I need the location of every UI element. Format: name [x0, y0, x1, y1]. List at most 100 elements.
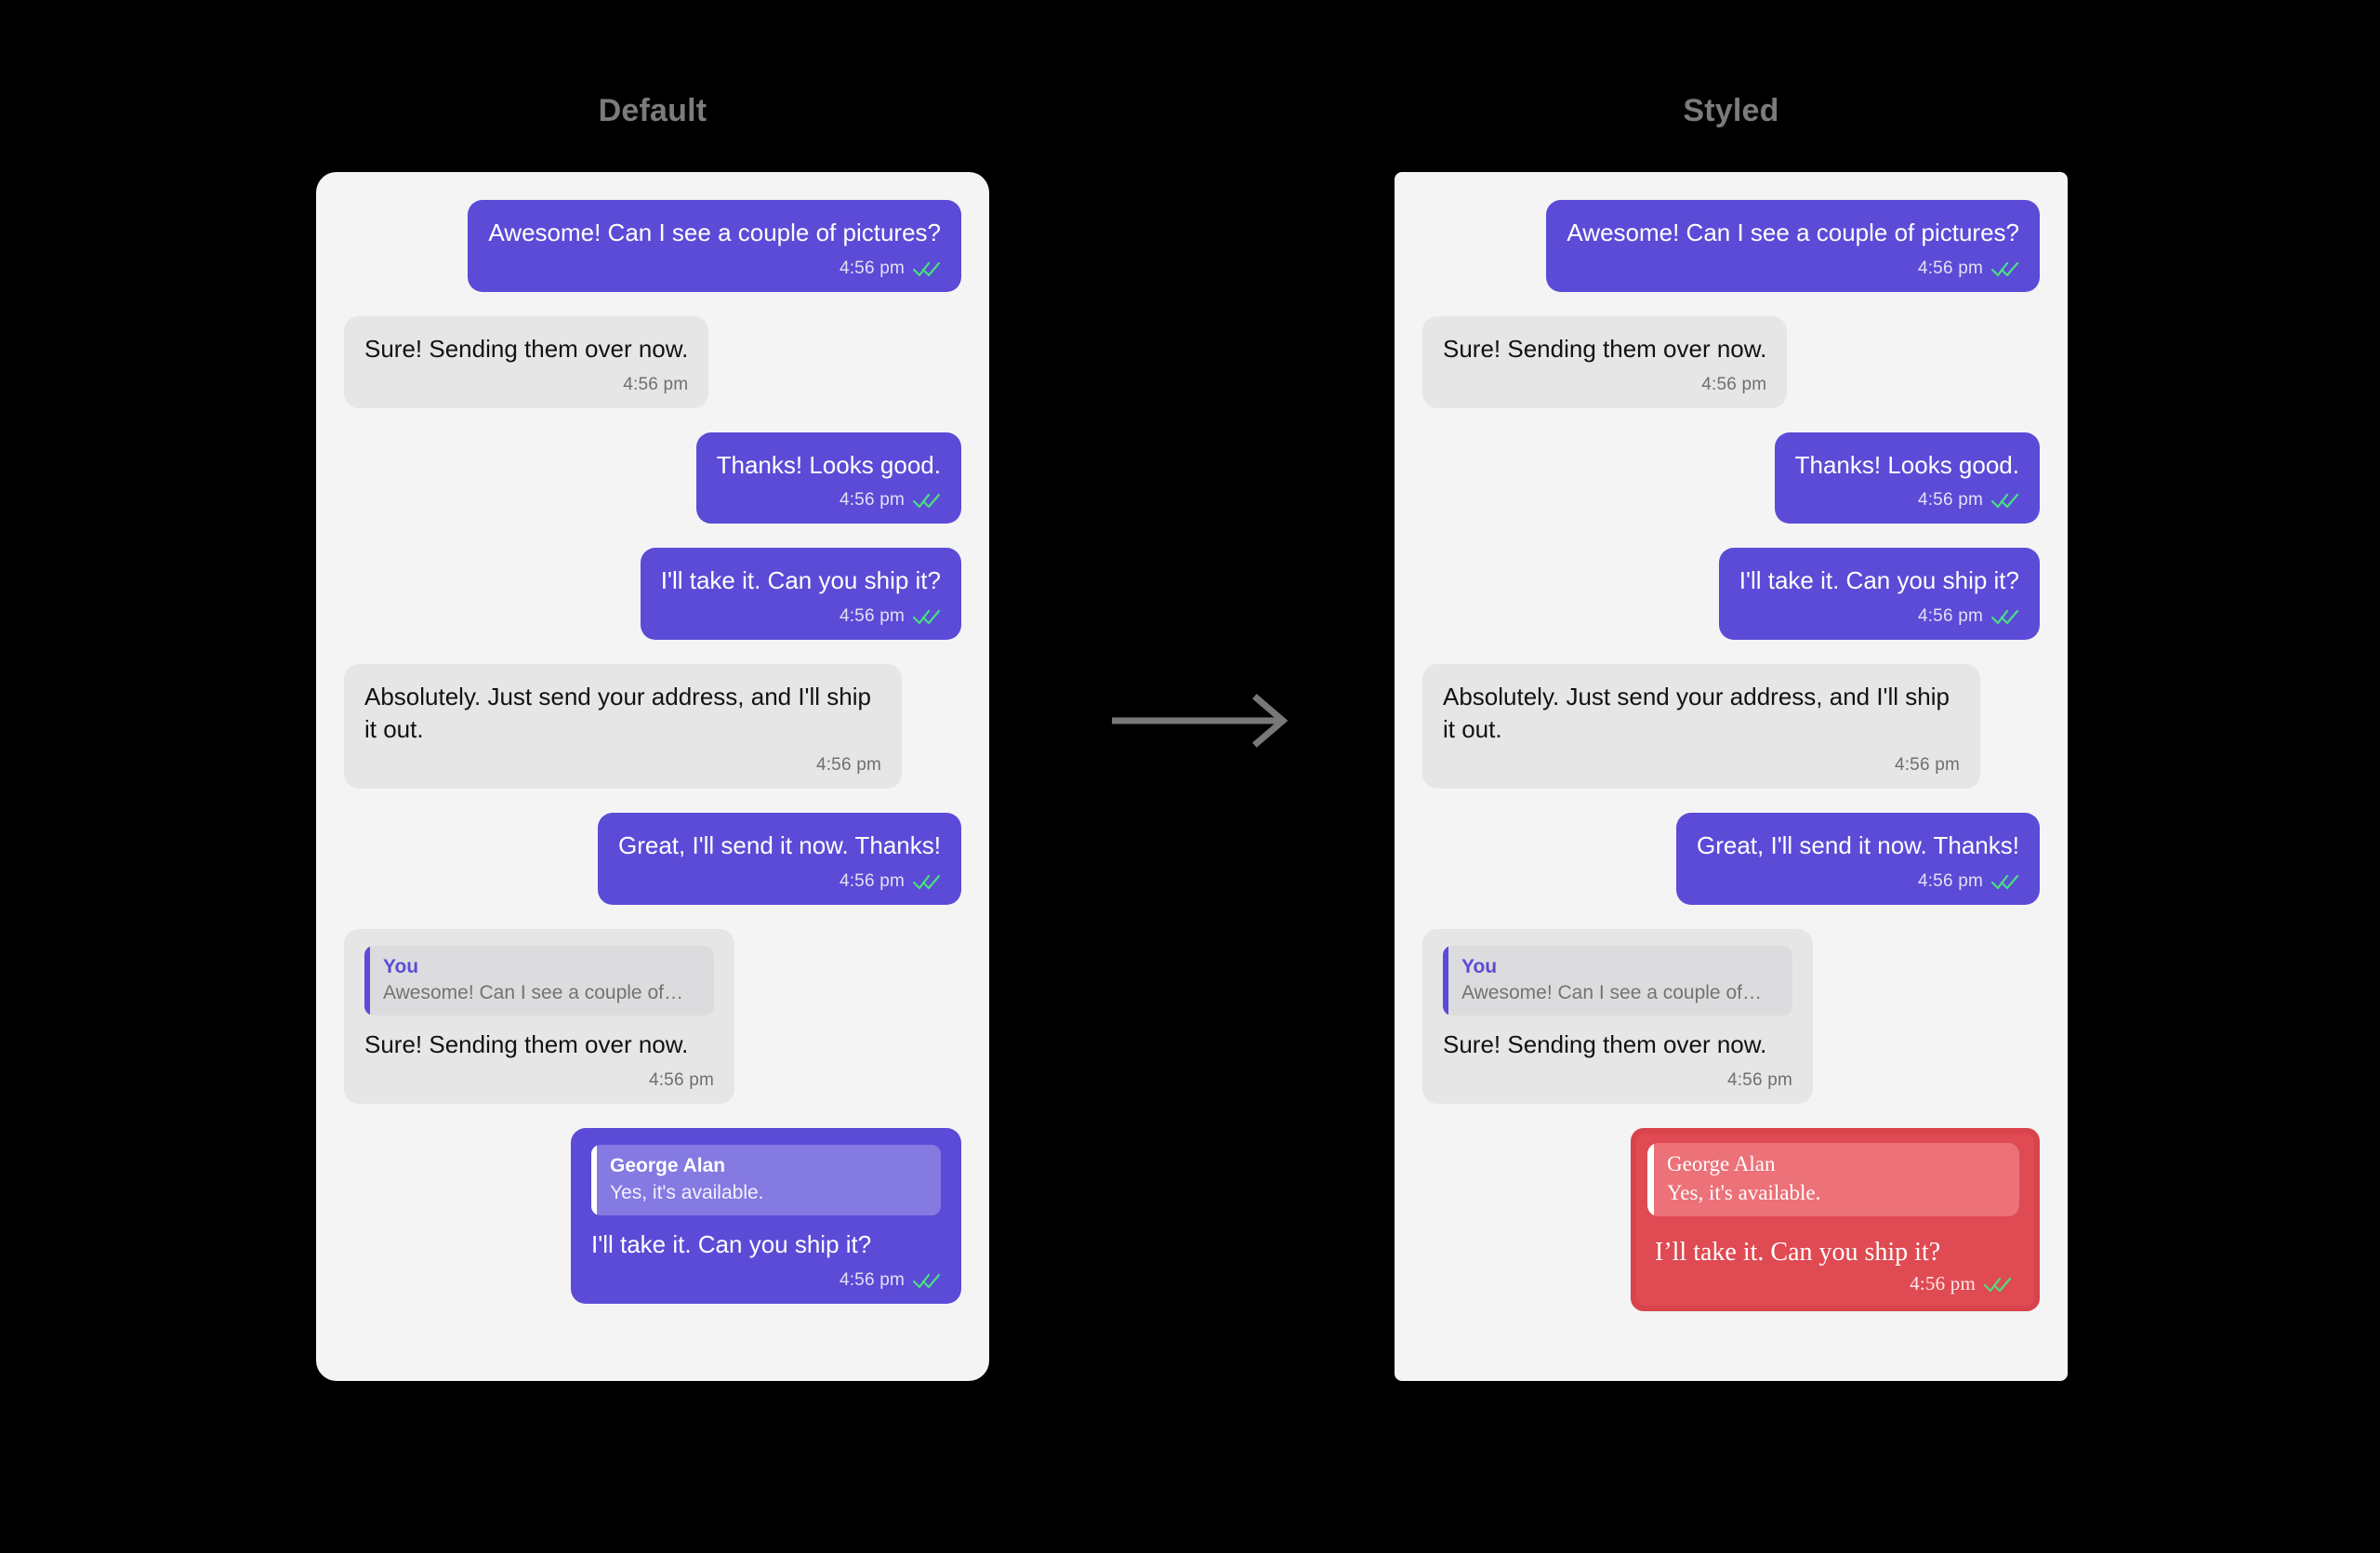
- message-meta: 4:56 pm: [1697, 869, 2019, 894]
- message-bubble-outgoing[interactable]: Awesome! Can I see a couple of pictures?…: [468, 200, 961, 292]
- quote-accent-bar: [591, 1145, 597, 1215]
- message-meta: 4:56 pm: [661, 604, 941, 629]
- message-row: Awesome! Can I see a couple of pictures?…: [1422, 200, 2040, 292]
- message-timestamp: 4:56 pm: [839, 606, 905, 627]
- message-meta: 4:56 pm: [364, 1069, 714, 1093]
- message-meta: 4:56 pm: [618, 869, 941, 894]
- message-meta: 4:56 pm: [364, 373, 688, 397]
- message-row: Great, I'll send it now. Thanks! 4:56 pm: [344, 812, 961, 905]
- column-styled: Styled Awesome! Can I see a couple of pi…: [1395, 0, 2068, 1381]
- quote-author: George Alan: [1667, 1152, 1776, 1176]
- message-timestamp: 4:56 pm: [1894, 754, 1960, 775]
- column-default: Default Awesome! Can I see a couple of p…: [316, 0, 989, 1381]
- message-text: Great, I'll send it now. Thanks!: [618, 830, 941, 859]
- message-text: I'll take it. Can you ship it?: [591, 1229, 872, 1258]
- message-timestamp: 4:56 pm: [1917, 490, 1983, 511]
- message-timestamp: 4:56 pm: [815, 754, 881, 775]
- message-timestamp: 4:56 pm: [1917, 870, 1983, 891]
- double-check-icon: [1991, 873, 2019, 890]
- column-title-default: Default: [598, 93, 707, 128]
- message-row: Absolutely. Just send your address, and …: [344, 664, 961, 789]
- double-check-icon: [1991, 492, 2019, 509]
- quote-author: George Alan: [610, 1155, 726, 1177]
- message-timestamp: 4:56 pm: [839, 1269, 905, 1290]
- message-row: Great, I'll send it now. Thanks! 4:56 pm: [1422, 812, 2040, 905]
- message-meta: 4:56 pm: [717, 488, 941, 512]
- message-bubble-outgoing[interactable]: I'll take it. Can you ship it?4:56 pm: [640, 548, 961, 641]
- message-text: Awesome! Can I see a couple of pictures?: [1567, 219, 2019, 246]
- message-meta: 4:56 pm: [591, 1268, 941, 1293]
- quote-accent-bar: [364, 945, 370, 1016]
- message-bubble-outgoing[interactable]: Awesome! Can I see a couple of pictures?…: [1546, 200, 2040, 292]
- double-check-icon: [1991, 608, 2019, 625]
- message-meta: 4:56 pm: [1647, 1272, 2019, 1296]
- message-bubble-incoming[interactable]: Sure! Sending them over now. 4:56 pm: [344, 315, 709, 408]
- quote-snippet: Yes, it's available.: [1667, 1181, 1821, 1205]
- quote-accent-bar: [1647, 1143, 1654, 1216]
- message-text: I'll take it. Can you ship it?: [1739, 566, 2019, 595]
- message-bubble-outgoing[interactable]: Great, I'll send it now. Thanks! 4:56 pm: [1676, 812, 2040, 905]
- message-bubble-incoming[interactable]: Sure! Sending them over now. 4:56 pm: [1422, 315, 1788, 408]
- message-row: Thanks! Looks good.4:56 pm: [344, 431, 961, 524]
- message-bubble-outgoing[interactable]: I'll take it. Can you ship it?4:56 pm: [1718, 548, 2040, 641]
- message-timestamp: 4:56 pm: [839, 490, 905, 511]
- message-meta: 4:56 pm: [364, 753, 881, 777]
- double-check-icon: [1984, 1276, 2012, 1293]
- message-text: Sure! Sending them over now.: [1443, 334, 1767, 363]
- message-bubble-outgoing[interactable]: Thanks! Looks good.4:56 pm: [1774, 431, 2040, 524]
- message-meta: 4:56 pm: [1567, 257, 2019, 281]
- message-row: Awesome! Can I see a couple of pictures?…: [344, 200, 961, 292]
- transition-arrow: [1110, 693, 1296, 749]
- message-bubble-outgoing[interactable]: Thanks! Looks good.4:56 pm: [695, 431, 961, 524]
- double-check-icon: [913, 873, 941, 890]
- message-row: I'll take it. Can you ship it?4:56 pm: [1422, 548, 2040, 641]
- message-text: Great, I'll send it now. Thanks!: [1697, 830, 2019, 859]
- message-bubble-incoming[interactable]: Absolutely. Just send your address, and …: [1422, 664, 1980, 789]
- message-timestamp: 4:56 pm: [1701, 374, 1767, 394]
- message-text: Sure! Sending them over now.: [364, 334, 689, 363]
- message-bubble-outgoing[interactable]: Great, I'll send it now. Thanks! 4:56 pm: [598, 812, 961, 905]
- message-timestamp: 4:56 pm: [839, 870, 905, 891]
- message-meta: 4:56 pm: [1795, 488, 2019, 512]
- message-row: Sure! Sending them over now. 4:56 pm: [344, 315, 961, 408]
- message-row: Thanks! Looks good.4:56 pm: [1422, 431, 2040, 524]
- message-text: Absolutely. Just send your address, and …: [1443, 683, 1957, 744]
- quote-snippet: Awesome! Can I see a couple of…: [383, 982, 683, 1004]
- message-text: Absolutely. Just send your address, and …: [364, 683, 879, 744]
- chat-panel-default: Awesome! Can I see a couple of pictures?…: [316, 172, 989, 1381]
- quote-snippet: Yes, it's available.: [610, 1181, 764, 1203]
- message-timestamp: 4:56 pm: [1910, 1272, 1976, 1295]
- message-timestamp: 4:56 pm: [623, 374, 689, 394]
- quote-author: You: [383, 955, 419, 977]
- quote-accent-bar: [1443, 945, 1448, 1016]
- double-check-icon: [1991, 260, 2019, 277]
- quote-snippet: Awesome! Can I see a couple of…: [1461, 982, 1762, 1004]
- double-check-icon: [913, 608, 941, 625]
- message-bubble-incoming[interactable]: Absolutely. Just send your address, and …: [344, 664, 902, 789]
- message-timestamp: 4:56 pm: [648, 1070, 714, 1091]
- message-meta: 4:56 pm: [488, 257, 941, 281]
- double-check-icon: [913, 1272, 941, 1289]
- message-text: Sure! Sending them over now.: [1443, 1030, 1767, 1059]
- message-row: Sure! Sending them over now. 4:56 pm: [1422, 315, 2040, 408]
- message-meta: 4:56 pm: [1443, 373, 1766, 397]
- message-meta: 4:56 pm: [1443, 1069, 1792, 1093]
- message-timestamp: 4:56 pm: [1726, 1070, 1792, 1091]
- message-timestamp: 4:56 pm: [1917, 258, 1983, 278]
